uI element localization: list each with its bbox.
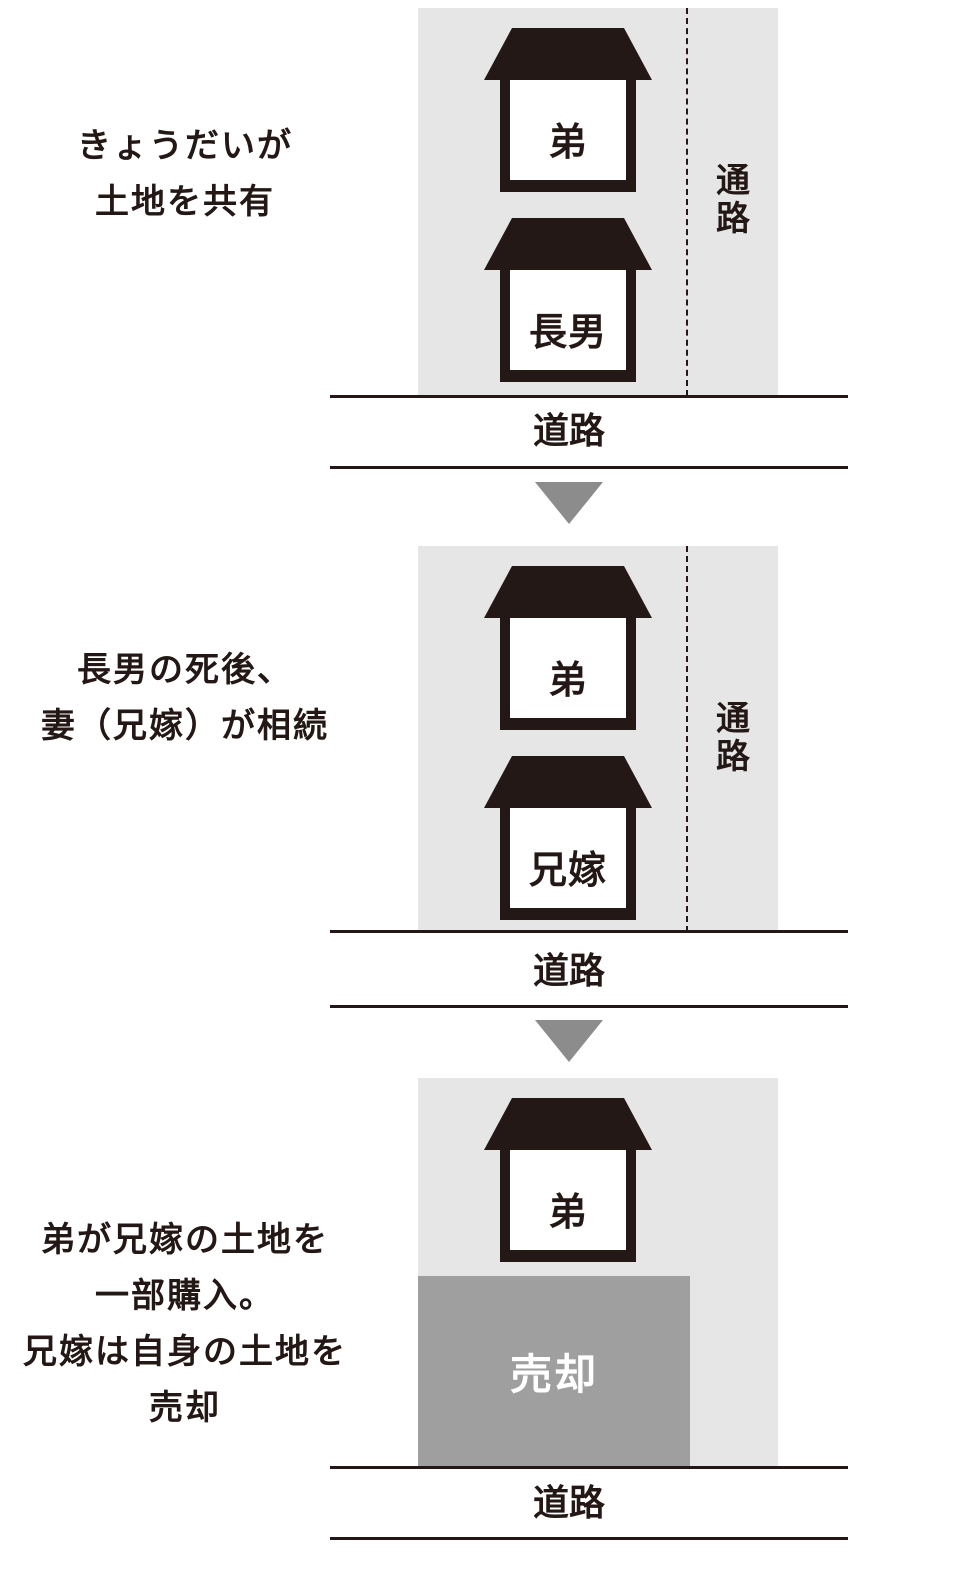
- house-icon: [484, 1098, 652, 1262]
- stage2-road-top-line: [330, 930, 848, 933]
- stage3-caption: 弟が兄嫁の土地を 一部購入。 兄嫁は自身の土地を 売却: [10, 1212, 360, 1436]
- stage1-house-brother: 弟: [484, 28, 652, 192]
- house-label: 弟: [548, 1189, 588, 1234]
- house-icon: [484, 28, 652, 192]
- stage3-caption-line2: 一部購入。: [95, 1276, 275, 1316]
- stage2-caption: 長男の死後、 妻（兄嫁）が相続: [30, 642, 340, 754]
- stage1-road-top-line: [330, 395, 848, 398]
- arrow-down-icon: [535, 1020, 603, 1062]
- stage2-caption-line1: 長男の死後、: [77, 650, 293, 690]
- house-label: 弟: [548, 119, 588, 164]
- stage1-passage-boundary: [686, 8, 688, 396]
- stage1-caption-line1: きょうだいが: [77, 126, 293, 166]
- stage3-road-bottom-line: [330, 1537, 848, 1540]
- house-label: 長男: [528, 309, 607, 354]
- stage1-caption-line2: 土地を共有: [95, 182, 275, 222]
- stage2-road-label: 道路: [532, 951, 605, 992]
- stage1-side-road-label: 通 路: [716, 161, 750, 239]
- stage2-house-brother: 弟: [484, 566, 652, 730]
- stage3-house-brother: 弟: [484, 1098, 652, 1262]
- stage3-caption-line3: 兄嫁は自身の土地を: [23, 1332, 347, 1372]
- stage3-caption-line1: 弟が兄嫁の土地を: [41, 1220, 329, 1260]
- arrow-down-icon: [535, 482, 603, 524]
- stage2-side-road-label: 通 路: [716, 699, 750, 777]
- house-label: 兄嫁: [528, 847, 607, 892]
- stage3-road-top-line: [330, 1466, 848, 1469]
- stage1-road-label: 道路: [532, 411, 605, 452]
- stage2-road-bottom-line: [330, 1005, 848, 1008]
- stage3-road-label: 道路: [532, 1483, 605, 1524]
- stage3-sold-area: 売却: [418, 1276, 690, 1466]
- stage2-caption-line2: 妻（兄嫁）が相続: [41, 706, 329, 746]
- house-icon: [484, 218, 652, 382]
- stage1-house-eldest-son: 長男: [484, 218, 652, 382]
- stage1-caption: きょうだいが 土地を共有: [40, 118, 330, 230]
- house-label: 弟: [548, 657, 588, 702]
- stage1-road-bottom-line: [330, 466, 848, 469]
- house-icon: [484, 566, 652, 730]
- stage2-passage-boundary: [686, 546, 688, 932]
- stage2-house-sister-in-law: 兄嫁: [484, 756, 652, 920]
- stage3-caption-line4: 売却: [149, 1388, 221, 1428]
- house-icon: [484, 756, 652, 920]
